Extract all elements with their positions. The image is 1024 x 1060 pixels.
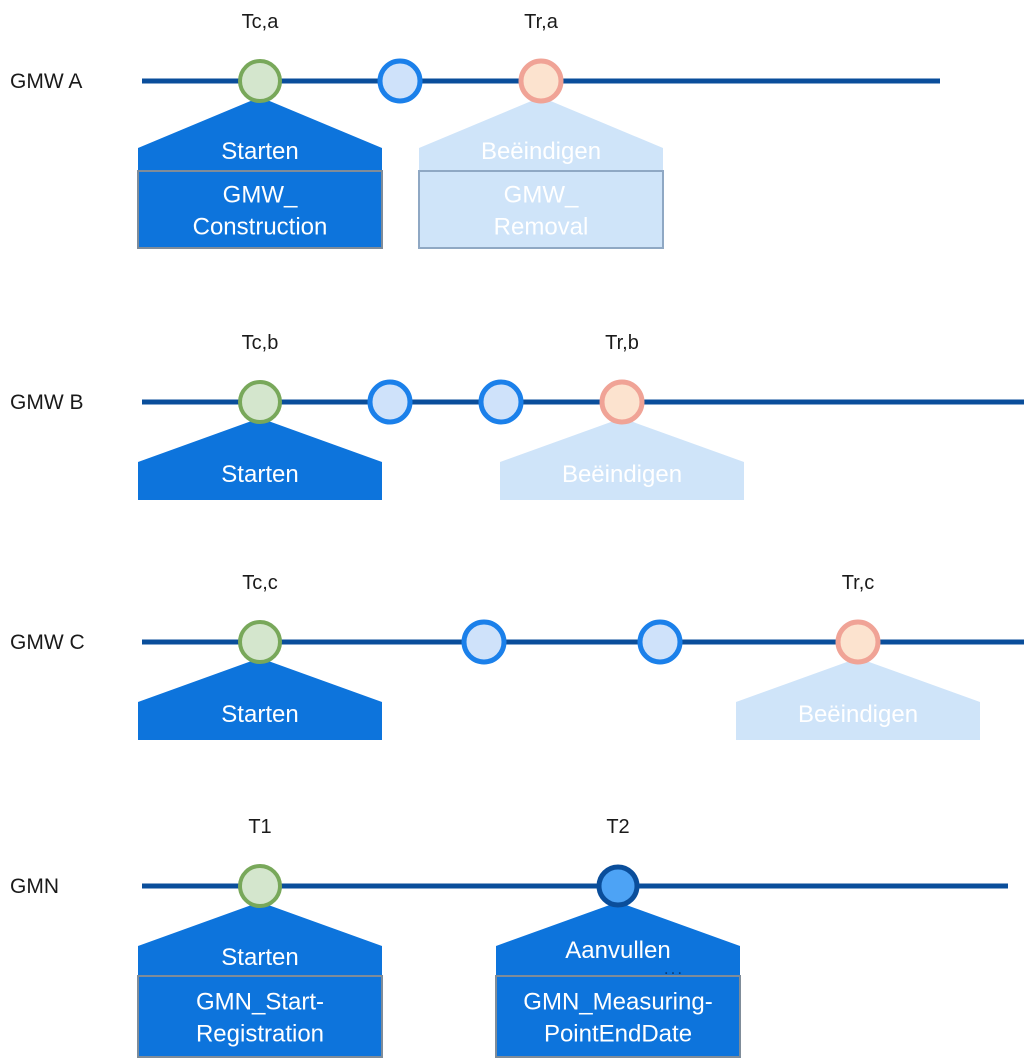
event-node-mid-c1[interactable] — [461, 619, 507, 665]
pennant-label-starten-b: Starten — [221, 461, 298, 488]
event-node-tr-a[interactable] — [518, 58, 564, 104]
event-node-mid-c2[interactable] — [637, 619, 683, 665]
pennant-shape-starten-a — [138, 97, 382, 171]
event-node-mid-b1[interactable] — [367, 379, 413, 425]
tick-label-tc-c: Tc,c — [242, 572, 278, 594]
pennant-shape-starten-c — [138, 658, 382, 740]
pennant-shape-starten-gmn — [138, 902, 382, 976]
event-node-tc-b[interactable] — [238, 380, 282, 424]
event-starten-b[interactable]: Starten — [138, 418, 382, 500]
tick-label-t2: T2 — [606, 816, 629, 838]
pennant-shape-beeindigen-b — [500, 418, 744, 500]
event-beeindigen-b[interactable]: Beëindigen — [500, 418, 744, 500]
event-box-label-beeindigen-a-1: Removal — [494, 214, 589, 241]
pennant-label-starten-c: Starten — [221, 701, 298, 728]
row-label-gmw-c: GMW C — [10, 631, 85, 654]
event-beeindigen-c[interactable]: Beëindigen — [736, 658, 980, 740]
pennant-shape-aanvullen-gmn — [496, 902, 740, 976]
event-starten-c[interactable]: Starten — [138, 658, 382, 740]
event-box-beeindigen-a[interactable] — [418, 170, 664, 249]
timeline-row-gmw-c: Starten Beëindigen GMW C Tc,c Tr,c — [10, 572, 1024, 740]
event-node-t2[interactable] — [596, 864, 640, 908]
event-node-t1[interactable] — [238, 864, 282, 908]
timeline-row-gmw-b: Starten Beëindigen GMW B Tc,b Tr,b — [10, 332, 1024, 500]
pennant-label-starten-a: Starten — [221, 138, 298, 165]
tick-label-t1: T1 — [248, 816, 271, 838]
event-node-tr-c[interactable] — [835, 619, 881, 665]
pennant-label-beeindigen-a: Beëindigen — [481, 138, 601, 165]
event-box-starten-a[interactable] — [137, 170, 383, 249]
row-label-gmw-b: GMW B — [10, 391, 84, 414]
pennant-shape-beeindigen-c — [736, 658, 980, 740]
tick-label-tr-a: Tr,a — [524, 11, 559, 33]
event-box-label-beeindigen-a-0: GMW_ — [504, 182, 579, 209]
row-label-gmw-a: GMW A — [10, 70, 82, 93]
event-box-label-starten-a-0: GMW_ — [223, 182, 298, 209]
event-node-tc-c[interactable] — [238, 620, 282, 664]
tick-label-tc-a: Tc,a — [242, 11, 280, 33]
event-box-label-starten-gmn-0: GMN_Start- — [196, 989, 324, 1016]
pennant-shape-starten-b — [138, 418, 382, 500]
tick-label-tc-b: Tc,b — [242, 332, 279, 354]
pennant-shape-beeindigen-a — [419, 97, 663, 171]
tick-label-tr-b: Tr,b — [605, 332, 639, 354]
event-box-label-aanvullen-gmn-1: PointEndDate — [544, 1021, 692, 1048]
pennant-label-aanvullen-gmn: Aanvullen — [565, 937, 670, 964]
row-label-gmn: GMN — [10, 875, 59, 898]
tick-label-tr-c: Tr,c — [842, 572, 875, 594]
ellipsis-icon-aanvullen-gmn: ... — [664, 959, 684, 978]
event-box-label-aanvullen-gmn-0: GMN_Measuring- — [523, 989, 712, 1016]
event-box-aanvullen-gmn[interactable] — [495, 975, 741, 1058]
event-node-tc-a[interactable] — [238, 59, 282, 103]
pennant-label-beeindigen-c: Beëindigen — [798, 701, 918, 728]
event-box-label-starten-a-1: Construction — [193, 214, 328, 241]
event-node-tr-b[interactable] — [599, 379, 645, 425]
event-aanvullen-gmn[interactable]: Aanvullen... GMN_Measuring- PointEndDate — [495, 902, 741, 1058]
event-box-label-starten-gmn-1: Registration — [196, 1021, 324, 1048]
event-node-mid-b2[interactable] — [478, 379, 524, 425]
event-node-mid-a[interactable] — [377, 58, 423, 104]
pennant-label-starten-gmn: Starten — [221, 944, 298, 971]
event-box-starten-gmn[interactable] — [137, 975, 383, 1058]
pennant-label-beeindigen-b: Beëindigen — [562, 461, 682, 488]
